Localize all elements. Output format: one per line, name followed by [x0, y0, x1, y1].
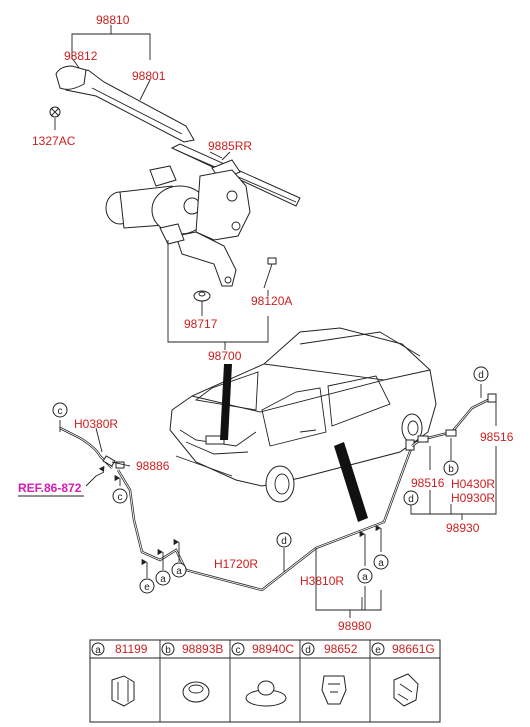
clip-icon: [111, 675, 135, 707]
label-98120A: 98120A: [251, 294, 292, 308]
label-98516-right: 98516: [480, 430, 514, 444]
svg-text:e: e: [144, 582, 150, 593]
label-98812: 98812: [64, 49, 98, 63]
callout-a-2: a: [171, 562, 187, 578]
legend-cell-b: b 98893B: [161, 642, 223, 703]
callouts: c c d d d b e a a a a: [52, 366, 489, 594]
svg-text:d: d: [478, 370, 484, 381]
svg-text:a: a: [160, 574, 166, 585]
callout-d-1: d: [276, 532, 292, 548]
svg-text:d: d: [408, 494, 414, 505]
clamp-icon: [321, 675, 347, 705]
legend-cell-e: e 98661G: [371, 642, 435, 707]
svg-text:b: b: [448, 464, 454, 475]
svg-text:c: c: [236, 645, 241, 656]
label-H1720R: H1720R: [214, 557, 258, 571]
svg-text:e: e: [375, 645, 381, 656]
callout-e-1: e: [139, 578, 155, 594]
label-98516-left: 98516: [411, 476, 445, 490]
callout-a-3: a: [357, 568, 373, 584]
label-ref-86-872: REF.86-872: [18, 481, 82, 495]
label-H0380R: H0380R: [74, 417, 118, 431]
svg-text:a: a: [176, 566, 182, 577]
label-98930: 98930: [446, 521, 480, 535]
svg-text:a: a: [362, 572, 368, 583]
callout-b-1: b: [443, 460, 459, 476]
legend-table: a 81199 b 98893B c 98940C: [89, 639, 441, 723]
svg-text:a: a: [95, 645, 101, 656]
grommet-icon: [182, 681, 210, 703]
legend-cell-a: a 81199: [91, 642, 148, 707]
label-98980: 98980: [338, 619, 372, 633]
svg-text:c: c: [118, 492, 123, 503]
svg-text:98661G: 98661G: [392, 642, 435, 656]
label-98810: 98810: [96, 13, 130, 27]
washer-hose-left: [59, 420, 415, 618]
label-98700: 98700: [208, 349, 242, 363]
holder-icon: [393, 673, 419, 707]
svg-text:98940C: 98940C: [252, 642, 294, 656]
car-body: [169, 327, 437, 522]
label-98801: 98801: [132, 69, 166, 83]
arm-cap: [55, 65, 87, 90]
label-H0930R: H0930R: [451, 491, 495, 505]
svg-text:d: d: [281, 536, 287, 547]
label-98717: 98717: [184, 317, 218, 331]
label-98886: 98886: [136, 459, 170, 473]
mounting-bolt: [267, 257, 277, 265]
callout-a-1: a: [155, 570, 171, 586]
svg-text:98652: 98652: [324, 642, 358, 656]
label-H3810R: H3810R: [300, 574, 344, 588]
svg-text:d: d: [305, 645, 311, 656]
callout-c-2: c: [112, 488, 128, 504]
callout-a-4: a: [373, 554, 389, 570]
callout-c-1: c: [52, 402, 68, 418]
svg-text:a: a: [378, 558, 384, 569]
cap-icon: [245, 680, 287, 707]
legend-cell-d: d 98652: [301, 642, 358, 705]
svg-text:c: c: [58, 406, 63, 417]
wiper-motor: [105, 151, 277, 350]
washer-hose-right: [410, 384, 497, 520]
svg-text:98893B: 98893B: [182, 642, 223, 656]
label-9885RR: 9885RR: [208, 139, 252, 153]
svg-text:81199: 81199: [115, 642, 148, 656]
part-labels: 98810 98812 98801 1327AC 9885RR 98120A 9…: [18, 13, 514, 633]
svg-text:b: b: [165, 645, 171, 656]
label-H0430R: H0430R: [451, 477, 495, 491]
callout-d-2: d: [473, 366, 489, 382]
callout-d-3: d: [403, 490, 419, 506]
label-1327AC: 1327AC: [32, 134, 76, 148]
legend-cell-c: c 98940C: [231, 642, 294, 707]
